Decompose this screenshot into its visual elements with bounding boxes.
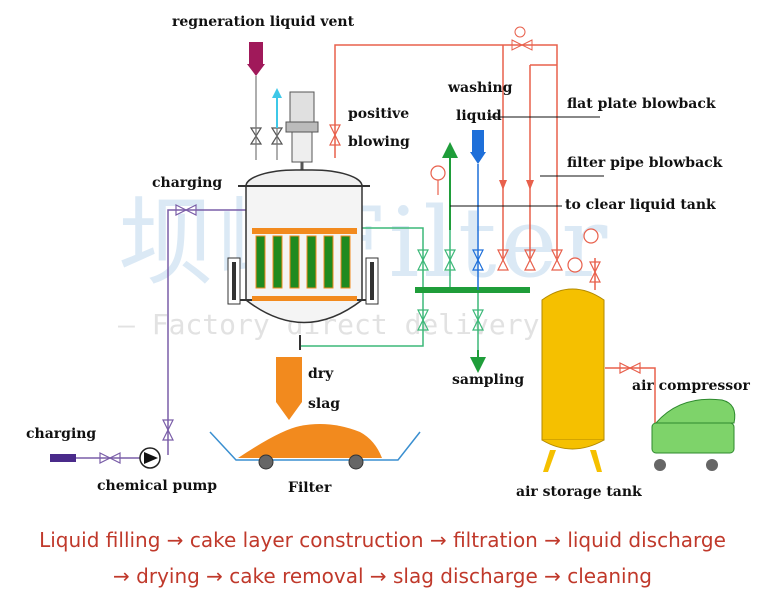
charging-left-label: charging bbox=[26, 426, 97, 442]
filter-cart bbox=[209, 424, 421, 470]
dry-label: dry bbox=[308, 366, 334, 382]
charging-lines bbox=[75, 209, 248, 459]
washing-line bbox=[470, 130, 486, 290]
filter-candle bbox=[306, 235, 317, 289]
positive-label: positive bbox=[348, 106, 410, 122]
charging-top-label: charging bbox=[152, 175, 223, 191]
process-diagram: 坝峥Filter — Factory direct delivery — bbox=[26, 14, 750, 500]
leader-lines bbox=[450, 116, 604, 207]
filter-elements bbox=[255, 235, 351, 289]
flat-plate-blowback-label: flat plate blowback bbox=[567, 96, 716, 112]
filter-candle bbox=[289, 235, 300, 289]
filter-candle bbox=[323, 235, 334, 289]
air-compressor bbox=[651, 398, 736, 471]
blowback-arrows bbox=[499, 180, 534, 190]
air-compressor-label: air compressor bbox=[632, 378, 750, 394]
filter-candle bbox=[255, 235, 266, 289]
filter-candle bbox=[340, 235, 351, 289]
regeneration-vent bbox=[247, 42, 265, 160]
liquid-manifold bbox=[415, 287, 530, 293]
pressure-gauges bbox=[430, 165, 599, 273]
vent-arrows bbox=[272, 88, 282, 160]
filter-candle bbox=[272, 235, 283, 289]
air-lines bbox=[334, 44, 656, 425]
charging-inlet bbox=[50, 454, 76, 462]
pressure-relief-valve bbox=[511, 26, 533, 51]
dry-slag-chute bbox=[276, 357, 302, 420]
caption-line-2: → drying → cake removal → slag discharge… bbox=[113, 564, 652, 588]
air-storage-tank-label: air storage tank bbox=[516, 484, 642, 500]
diagram-svg bbox=[50, 26, 736, 472]
filter-vessel bbox=[227, 91, 379, 350]
chemical-pump-label: chemical pump bbox=[97, 478, 218, 494]
washing-label: washing bbox=[448, 80, 513, 96]
sampling-label: sampling bbox=[452, 372, 525, 388]
air-storage-tank bbox=[541, 288, 605, 472]
slag-label: slag bbox=[308, 396, 341, 412]
filter-pipe-blowback-label: filter pipe blowback bbox=[567, 155, 723, 171]
chemical-pump bbox=[139, 447, 161, 469]
filter-label: Filter bbox=[288, 480, 332, 496]
blowing-label: blowing bbox=[348, 134, 410, 150]
regeneration-vent-label: regneration liquid vent bbox=[172, 14, 355, 30]
liquid-label: liquid bbox=[456, 108, 502, 124]
valves bbox=[99, 124, 641, 464]
to-clear-tank-label: to clear liquid tank bbox=[565, 197, 716, 213]
caption-line-1: Liquid filling → cake layer construction… bbox=[39, 528, 726, 552]
watermark-slogan: — Factory direct delivery — bbox=[118, 308, 574, 341]
